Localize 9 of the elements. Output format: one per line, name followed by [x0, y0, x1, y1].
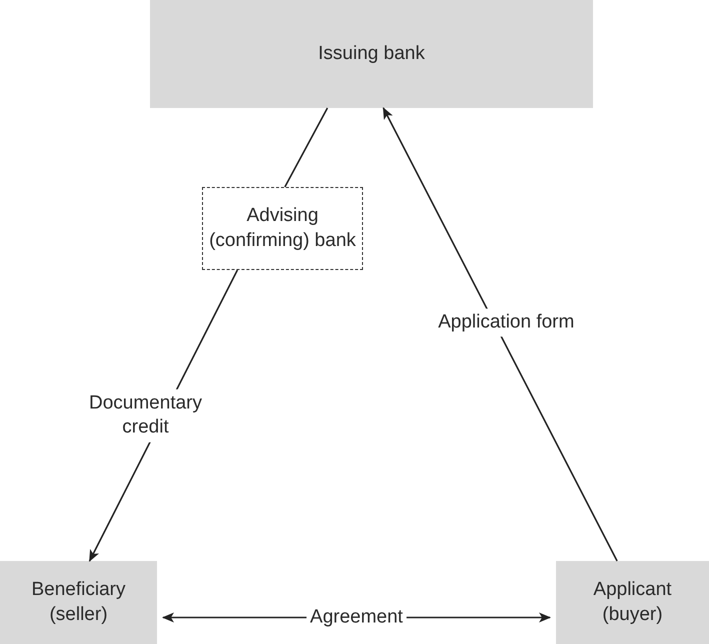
party-box [0, 561, 157, 644]
dashed-bank-box [202, 187, 363, 270]
node-label: Issuing bank [318, 42, 425, 66]
party-box [556, 561, 709, 644]
node-label: Beneficiary (seller) [30, 578, 126, 626]
node-label: Advising (confirming) bank [209, 204, 356, 252]
arrow [382, 107, 618, 562]
bank-box [150, 0, 593, 108]
node-label: Applicant (buyer) [592, 578, 673, 626]
